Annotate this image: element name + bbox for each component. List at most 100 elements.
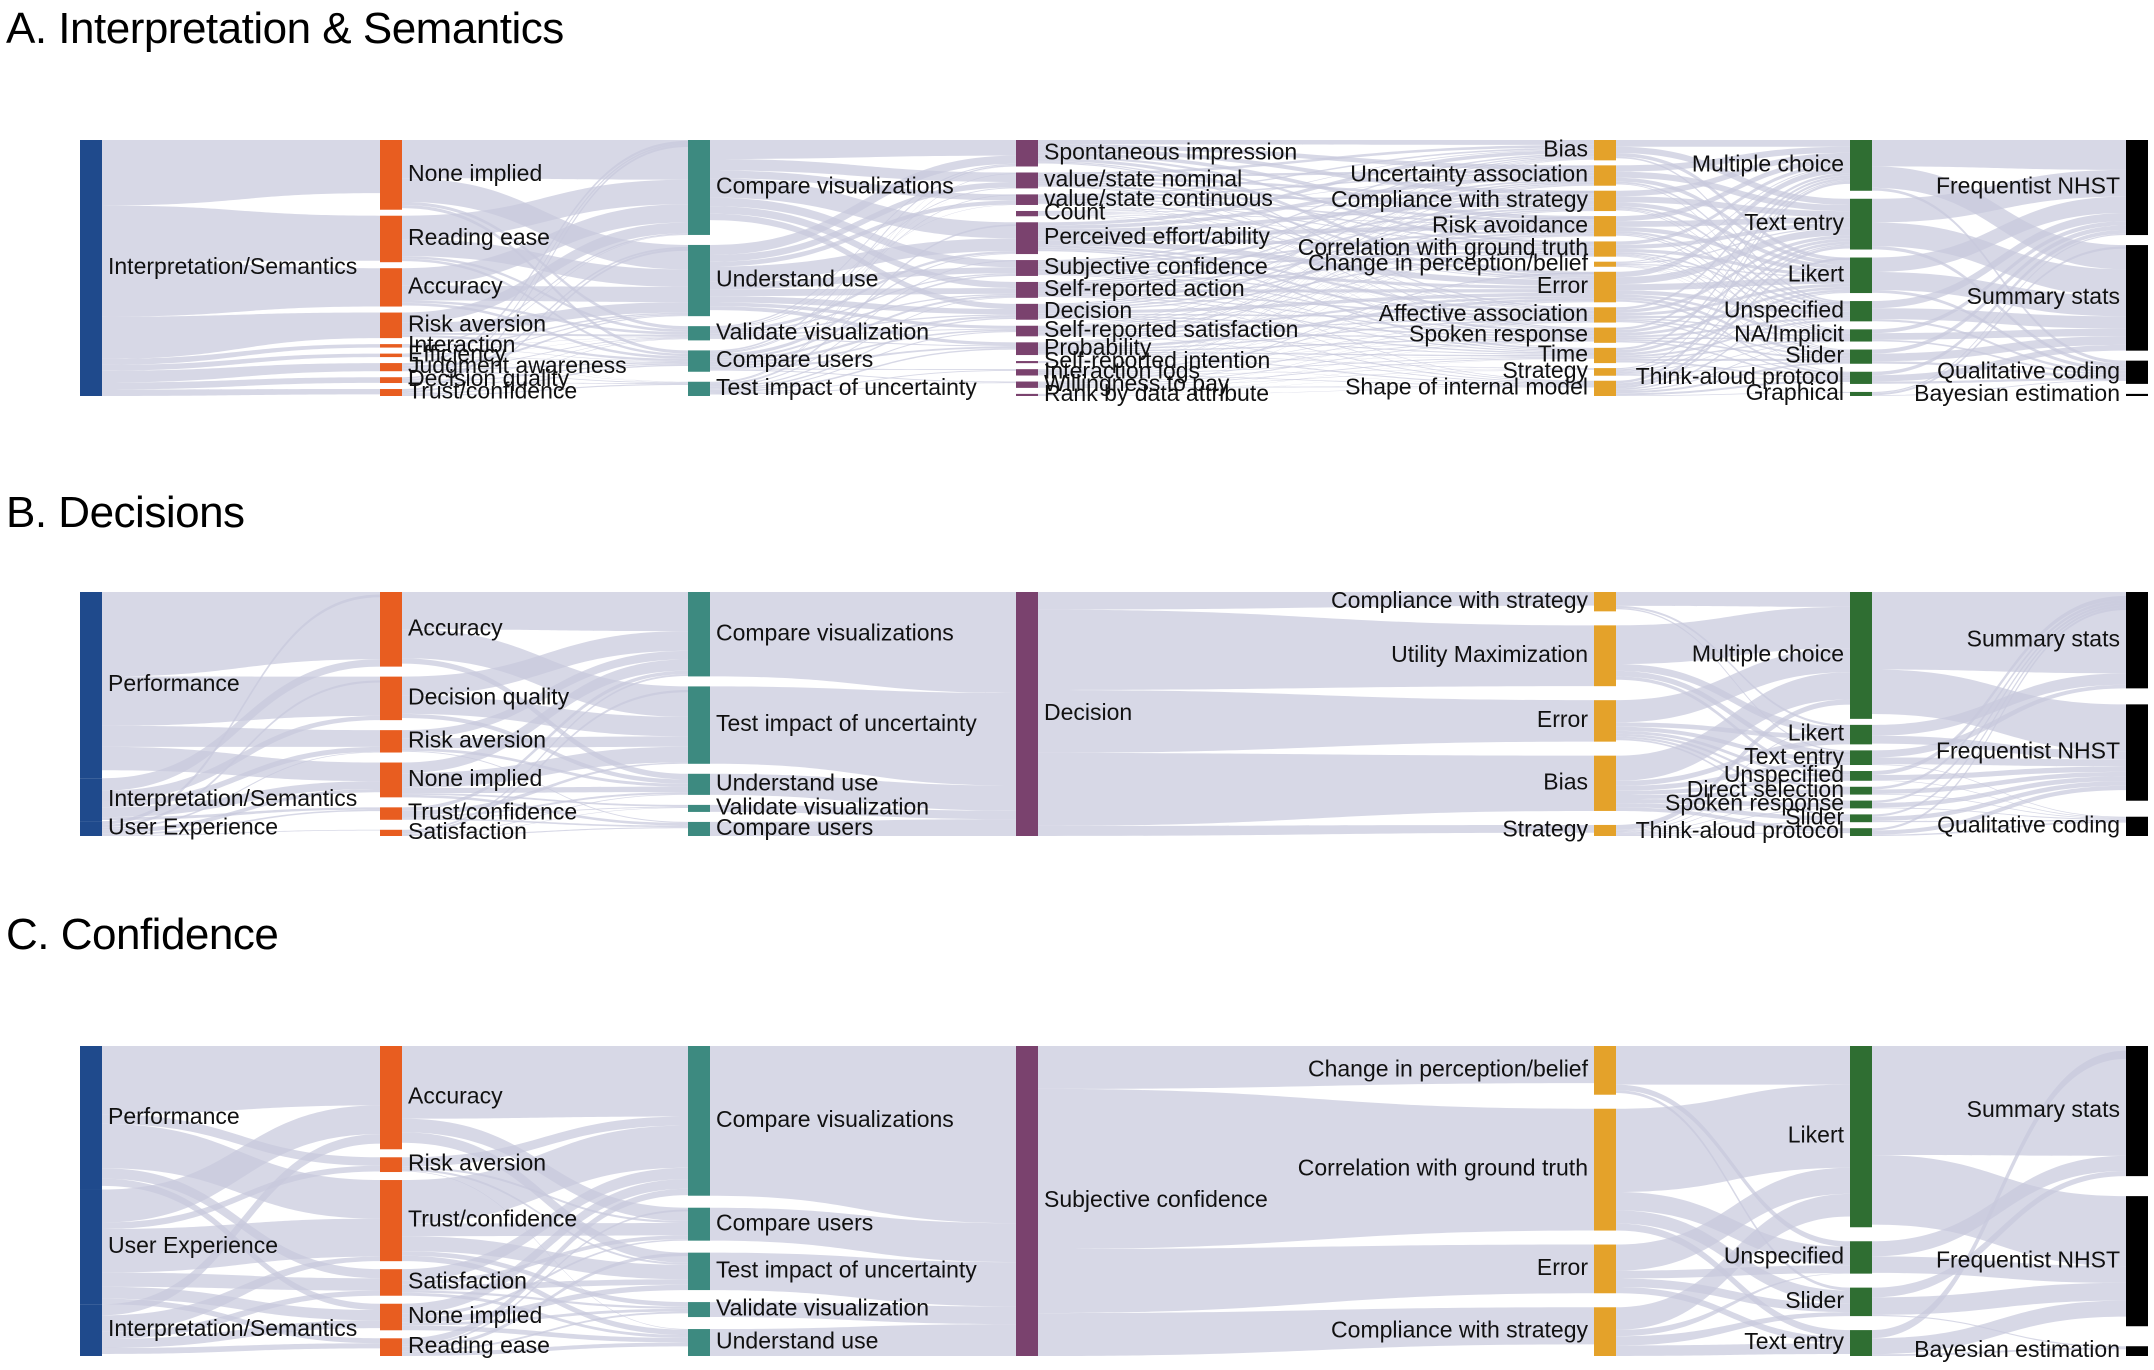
node-accuracy [380,268,402,307]
link-self-reported-intention-to-spoken-response [1038,339,1594,363]
link-bias-to-spoken-response [1616,799,1850,808]
node-label-satisfaction: Satisfaction [408,1268,527,1294]
node-multiple-choice [1850,592,1872,719]
node-label-subjective-confidence: Subjective confidence [1044,1186,1268,1212]
link-willingness-to-pay-to-time [1038,357,1594,387]
link-validate-visualization-to-subjective-confidence [710,273,1016,334]
link-willingness-to-pay-to-spoken-response [1038,340,1594,386]
node-label-test-impact-of-uncertainty: Test impact of uncertainty [716,1256,977,1282]
node-label-validate-visualization: Validate visualization [716,318,929,344]
node-efficiency [380,353,402,358]
node-label-slider: Slider [1785,1287,1844,1313]
link-slider-to-summary-stats [1872,1171,2126,1298]
link-reading-ease-to-compare-users [402,258,688,357]
link-value-state-continuous-to-bias [1038,147,1594,196]
node-label-compare-visualizations: Compare visualizations [716,1106,954,1132]
node-label-none-implied: None implied [408,765,542,791]
link-slider-to-qualitative-coding [1872,361,2126,378]
node-none-implied [380,1303,402,1331]
link-interpretation-semantics-to-accuracy [102,659,380,791]
link-compare-users-to-decision [710,819,1016,836]
node-label-change-in-perception-belief: Change in perception/belief [1308,249,1589,275]
node-label-strategy: Strategy [1502,357,1588,383]
panel-c-title: C. Confidence [6,910,279,959]
link-text-entry-to-summary-stats [1872,684,2126,758]
link-correlation-with-ground-truth-to-likert [1616,1084,1850,1192]
link-interaction-logs-to-time [1038,356,1594,375]
node-self-reported-intention [1016,361,1038,364]
node-bayesian-estimation [2126,1346,2148,1356]
link-text-entry-to-frequentist-nhst [1872,1300,2126,1355]
link-compare-visualizations-to-self-reported-action [710,206,1016,289]
link-decision-quality-to-understand-use [402,246,688,381]
node-label-rank-by-data-attribute: Rank by data attribute [1044,380,1269,406]
node-label-affective-association: Affective association [1379,300,1588,326]
link-likert-to-summary-stats [1872,673,2126,736]
node-accuracy [380,1046,402,1150]
node-interaction [380,344,402,348]
link-rank-by-data-attribute-to-bias [1038,159,1594,394]
link-self-reported-action-to-compliance-with-strategy [1038,206,1594,287]
link-think-aloud-protocol-to-qualitative-coding [1872,821,2126,836]
link-interaction-logs-to-affective-association [1038,320,1594,373]
link-decision-to-shape-of-internal-model [1038,317,1594,384]
link-interpretation-semantics-to-none-implied [102,1320,380,1348]
node-label-shape-of-internal-model: Shape of internal model [1345,373,1588,399]
node-label-direct-selection: Direct selection [1687,776,1844,802]
link-compare-users-to-subjective-confidence [710,1207,1016,1263]
node-label-uncertainty-association: Uncertainty association [1350,161,1588,187]
link-interaction-logs-to-uncertainty-association [1038,165,1594,370]
link-reading-ease-to-validate-visualization [402,1311,688,1352]
link-satisfaction-to-validate-visualization [402,1290,688,1309]
panel-a-title: A. Interpretation & Semantics [6,4,564,53]
node-risk-aversion [380,730,402,753]
link-judgment-awareness-to-understand-use [402,315,688,369]
node-change-in-perception-belief [1594,1046,1616,1095]
link-user-experience-to-accuracy [102,594,380,825]
link-spontaneous-impression-to-bias [1038,140,1594,145]
node-label-satisfaction: Satisfaction [408,818,527,844]
node-slider [1850,349,1872,364]
link-subjective-confidence-to-time [1038,273,1594,352]
link-spoken-response-to-text-entry [1616,238,1850,333]
link-reading-ease-to-compare-users [402,1209,688,1347]
node-utility-maximization [1594,625,1616,687]
node-text-entry [1850,750,1872,766]
node-accuracy [380,592,402,667]
link-change-in-perception-belief-to-multiple-choice [1616,166,1850,263]
node-label-compliance-with-strategy: Compliance with strategy [1331,587,1588,613]
link-error-to-slider [1616,297,1850,356]
link-text-entry-to-qualitative-coding [1872,246,2126,368]
node-label-text-entry: Text entry [1744,743,1844,769]
link-interpretation-semantics-to-trust-confidence [102,389,380,396]
link-change-in-perception-belief-to-slider [1616,1090,1850,1291]
link-strategy-to-unspecified [1616,772,1850,833]
link-risk-aversion-to-compare-visualizations [402,222,688,323]
link-rank-by-data-attribute-to-affective-association [1038,322,1594,396]
node-compare-users [688,350,710,372]
node-trust-confidence [380,389,402,396]
link-judgment-awareness-to-compare-visualizations [402,140,688,366]
link-efficiency-to-understand-use [402,313,688,356]
link-interpretation-semantics-to-decision-quality [102,377,380,390]
node-perceived-effort-ability [1016,222,1038,255]
node-label-interpretation-semantics: Interpretation/Semantics [108,253,357,279]
node-bayesian-estimation [2126,393,2148,396]
link-risk-aversion-to-understand-use [402,302,688,333]
node-label-compare-visualizations: Compare visualizations [716,173,954,199]
link-slider-to-summary-stats [1872,336,2126,362]
link-performance-to-accuracy [102,1046,380,1115]
node-label-performance: Performance [108,1103,240,1129]
link-willingness-to-pay-to-shape-of-internal-model [1038,386,1594,388]
link-interpretation-semantics-to-accuracy [102,1134,380,1316]
node-label-summary-stats: Summary stats [1967,1096,2120,1122]
link-none-implied-to-validate-visualization [402,793,688,807]
link-error-to-multiple-choice [1616,167,1850,278]
link-satisfaction-to-validate-visualization [402,807,688,835]
link-performance-to-none-implied [102,746,380,782]
link-unspecified-to-summary-stats [1872,595,2126,776]
node-label-accuracy: Accuracy [408,614,503,640]
node-label-frequentist-nhst: Frequentist NHST [1936,738,2120,764]
node-label-change-in-perception-belief: Change in perception/belief [1308,1055,1589,1081]
node-label-spoken-response: Spoken response [1665,790,1844,816]
